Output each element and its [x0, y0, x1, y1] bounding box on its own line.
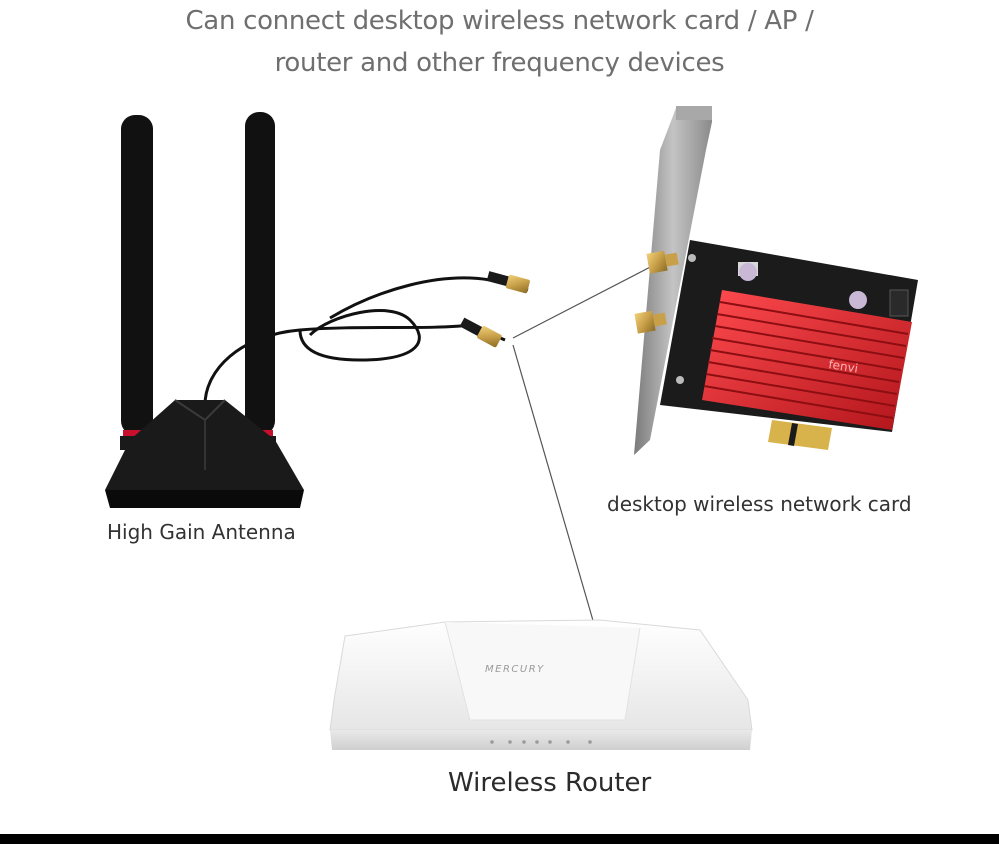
- card-brand-logo: fenvi: [828, 357, 859, 375]
- router-status-leds: [490, 740, 592, 744]
- high-gain-antenna: [105, 112, 530, 508]
- card-sma-port-top: [646, 250, 679, 274]
- antenna-cable-coil: [298, 309, 421, 362]
- wireless-network-card: fenvi: [634, 106, 918, 455]
- bottom-border: [0, 834, 999, 844]
- label-desktop-network-card: desktop wireless network card: [607, 492, 912, 516]
- wireless-router: MERCURY: [329, 619, 753, 750]
- sma-connector-top: [486, 271, 530, 294]
- router-front-panel: [330, 730, 752, 750]
- antenna-rod-right: [245, 112, 275, 435]
- card-bracket: [634, 108, 712, 455]
- line-to-card: [512, 261, 661, 339]
- antenna-cable-2: [329, 276, 529, 320]
- header-line-2: router and other frequency devices: [274, 48, 725, 78]
- sma-connector-bottom: [459, 317, 502, 348]
- label-wireless-router: Wireless Router: [448, 768, 652, 798]
- card-capacitor-2: [849, 291, 867, 309]
- card-sma-port-bottom: [634, 310, 667, 334]
- router-brand-logo: MERCURY: [485, 664, 545, 675]
- heatsink-fins: [703, 301, 909, 419]
- line-to-router: [512, 344, 595, 625]
- header-line-1: Can connect desktop wireless network car…: [185, 6, 814, 36]
- card-capacitor-1: [739, 263, 757, 281]
- antenna-ring-left: [123, 430, 151, 436]
- antenna-cable-1: [203, 323, 506, 406]
- antenna-rod-left: [121, 115, 153, 435]
- label-high-gain-antenna: High Gain Antenna: [107, 520, 296, 544]
- card-gold-fingers: [768, 420, 832, 450]
- connection-lines: [512, 261, 661, 625]
